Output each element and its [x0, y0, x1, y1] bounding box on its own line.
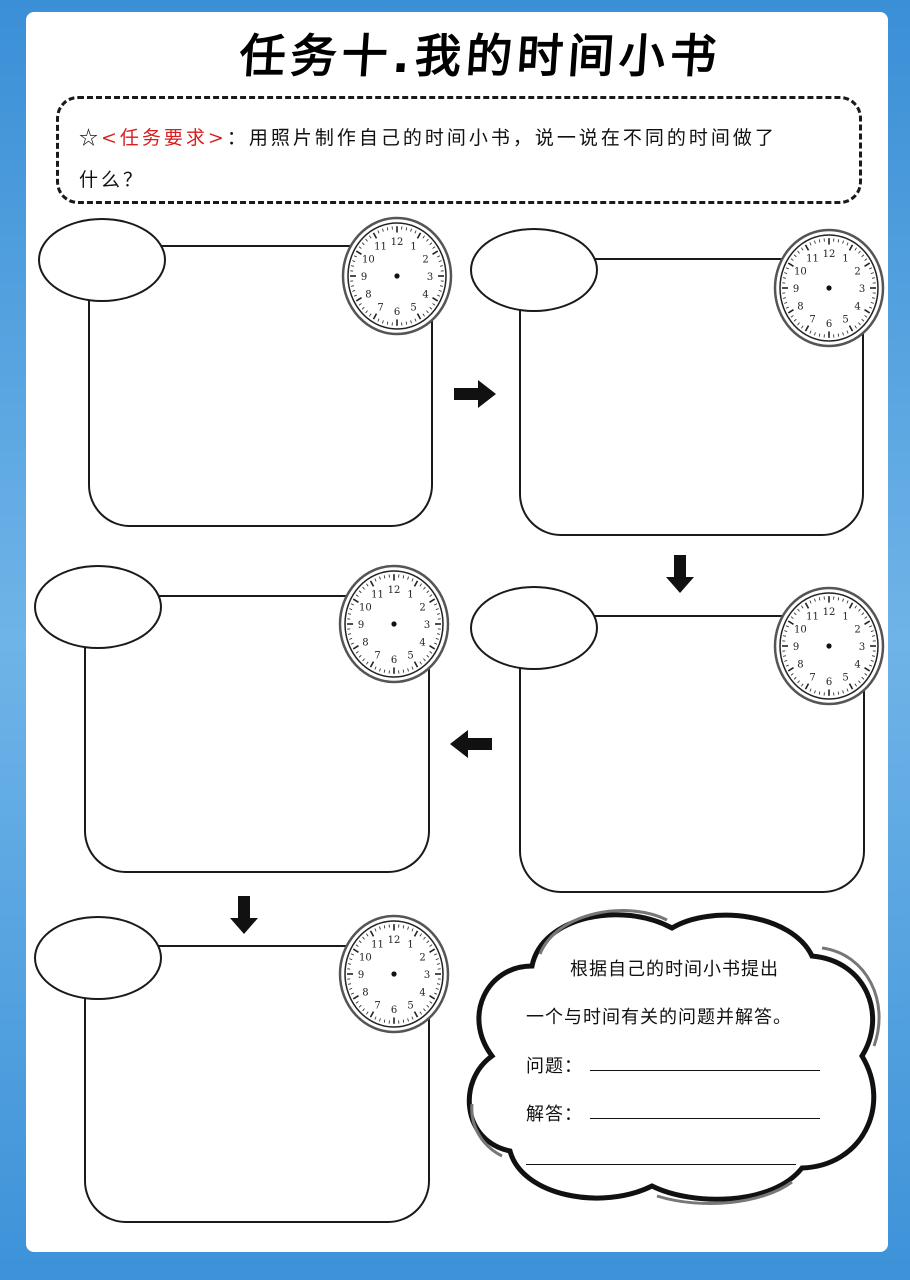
task-requirement-box: ☆<任务要求>：用照片制作自己的时间小书，说一说在不同的时间做了 什么？: [56, 96, 862, 204]
svg-text:7: 7: [377, 302, 383, 313]
question-answer-line[interactable]: [590, 1070, 820, 1071]
svg-text:6: 6: [391, 655, 397, 666]
svg-text:8: 8: [797, 302, 803, 313]
svg-text:2: 2: [854, 625, 860, 636]
svg-text:11: 11: [806, 612, 819, 623]
svg-text:2: 2: [419, 603, 425, 614]
answer-line-1[interactable]: [590, 1118, 820, 1119]
svg-text:9: 9: [361, 272, 367, 283]
task-requirement-text: ☆<任务要求>：用照片制作自己的时间小书，说一说在不同的时间做了 什么？: [79, 117, 849, 201]
svg-text:6: 6: [826, 319, 832, 330]
svg-text:11: 11: [374, 242, 387, 253]
svg-text:5: 5: [410, 302, 416, 313]
svg-text:8: 8: [365, 290, 371, 301]
arrow-right-icon: [454, 380, 496, 408]
svg-text:10: 10: [359, 953, 372, 964]
frame-5-top-line: [156, 945, 346, 947]
svg-text:4: 4: [854, 660, 860, 671]
svg-text:12: 12: [823, 249, 836, 260]
frame-1-top-line: [160, 245, 352, 247]
svg-text:11: 11: [371, 940, 384, 951]
svg-text:12: 12: [823, 607, 836, 618]
arrow-down-icon: [230, 896, 258, 934]
svg-text:6: 6: [826, 677, 832, 688]
svg-text:10: 10: [794, 625, 807, 636]
time-label-oval-4[interactable]: [470, 586, 598, 670]
svg-text:7: 7: [374, 650, 380, 661]
svg-text:6: 6: [394, 307, 400, 318]
svg-text:2: 2: [422, 255, 428, 266]
svg-text:6: 6: [391, 1005, 397, 1016]
svg-text:4: 4: [854, 302, 860, 313]
svg-text:4: 4: [422, 290, 428, 301]
frame-4-top-line: [592, 615, 782, 617]
svg-text:12: 12: [388, 585, 401, 596]
frame-2-top-line: [592, 258, 782, 260]
time-label-oval-3[interactable]: [34, 565, 162, 649]
svg-text:12: 12: [388, 935, 401, 946]
svg-text:1: 1: [407, 590, 413, 601]
svg-text:5: 5: [842, 314, 848, 325]
arrow-down-icon: [666, 555, 694, 593]
svg-text:10: 10: [362, 255, 375, 266]
answer-label: 解答：: [526, 1104, 583, 1125]
page-title: 任务十.我的时间小书: [237, 29, 724, 83]
cloud-prompt-line-1: 根据自己的时间小书提出: [570, 959, 779, 980]
svg-text:3: 3: [859, 284, 865, 295]
svg-text:1: 1: [842, 612, 848, 623]
svg-text:7: 7: [809, 672, 815, 683]
svg-text:4: 4: [419, 638, 425, 649]
requirement-label: <任务要求>: [101, 127, 227, 149]
svg-text:2: 2: [419, 953, 425, 964]
svg-text:5: 5: [407, 1000, 413, 1011]
frame-3-top-line: [156, 595, 346, 597]
time-label-oval-5[interactable]: [34, 916, 162, 1000]
cloud-prompt-line-2: 一个与时间有关的问题并解答。: [526, 1007, 792, 1028]
time-label-oval-2[interactable]: [470, 228, 598, 312]
requirement-line-1: ：用照片制作自己的时间小书，说一说在不同的时间做了: [226, 127, 777, 149]
svg-text:11: 11: [806, 254, 819, 265]
svg-text:7: 7: [809, 314, 815, 325]
svg-text:3: 3: [424, 620, 430, 631]
svg-text:5: 5: [407, 650, 413, 661]
svg-text:7: 7: [374, 1000, 380, 1011]
svg-text:1: 1: [410, 242, 416, 253]
svg-text:8: 8: [797, 660, 803, 671]
svg-text:9: 9: [793, 284, 799, 295]
svg-text:12: 12: [391, 237, 404, 248]
svg-text:10: 10: [794, 267, 807, 278]
thought-cloud: [466, 909, 881, 1206]
svg-text:9: 9: [358, 620, 364, 631]
svg-text:11: 11: [371, 590, 384, 601]
svg-text:3: 3: [424, 970, 430, 981]
requirement-line-2: 什么？: [79, 169, 146, 191]
svg-text:8: 8: [362, 988, 368, 999]
svg-text:3: 3: [859, 642, 865, 653]
svg-text:9: 9: [358, 970, 364, 981]
svg-text:3: 3: [427, 272, 433, 283]
svg-text:4: 4: [419, 988, 425, 999]
svg-text:2: 2: [854, 267, 860, 278]
time-label-oval-1[interactable]: [38, 218, 166, 302]
question-label: 问题：: [526, 1056, 583, 1077]
answer-line-2[interactable]: [526, 1164, 796, 1165]
star-icon: ☆: [79, 127, 102, 149]
arrow-left-icon: [450, 730, 492, 758]
svg-text:8: 8: [362, 638, 368, 649]
svg-text:5: 5: [842, 672, 848, 683]
svg-text:1: 1: [842, 254, 848, 265]
svg-text:9: 9: [793, 642, 799, 653]
svg-text:10: 10: [359, 603, 372, 614]
svg-text:1: 1: [407, 940, 413, 951]
